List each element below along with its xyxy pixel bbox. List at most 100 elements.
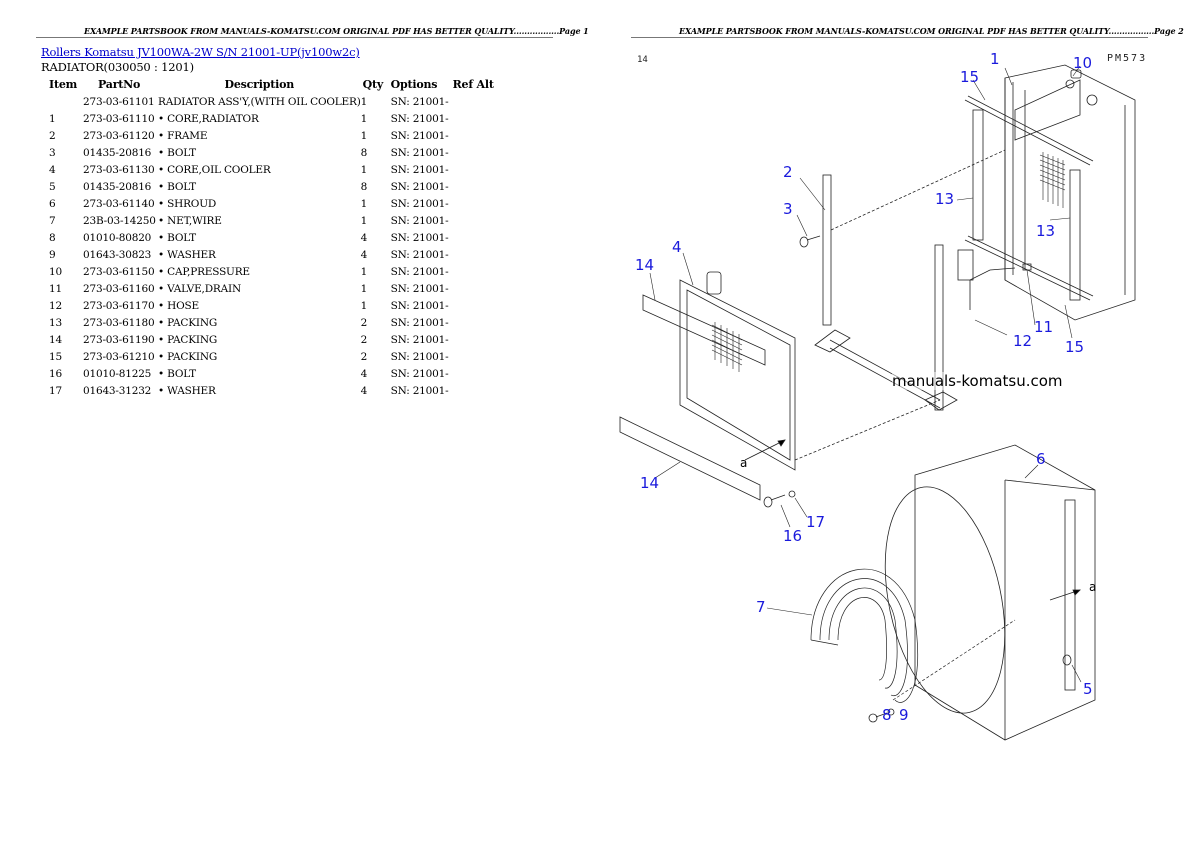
cell-options: SN: 21001- bbox=[390, 384, 449, 397]
callout-label: 13 bbox=[935, 190, 955, 208]
exploded-parts-diagram bbox=[619, 64, 1136, 741]
cell-ref-alt bbox=[453, 382, 503, 399]
cell-ref-alt bbox=[453, 331, 503, 348]
cell-options: SN: 21001- bbox=[390, 197, 449, 210]
cell-description: • BOLT bbox=[158, 231, 196, 244]
cell-description: • FRAME bbox=[158, 129, 208, 142]
cell-options: SN: 21001- bbox=[390, 333, 449, 346]
callout-label: 17 bbox=[806, 513, 826, 531]
cell-options: SN: 21001- bbox=[390, 350, 449, 363]
cell-description: • PACKING bbox=[158, 350, 218, 363]
cell-ref-alt bbox=[453, 280, 503, 297]
cell-options: SN: 21001- bbox=[390, 146, 449, 159]
callout-label: 4 bbox=[672, 238, 682, 256]
col-header-ref-alt: Ref Alt bbox=[452, 78, 494, 91]
callout-label: 2 bbox=[783, 163, 793, 181]
cell-partno: 01010-80820 bbox=[83, 231, 152, 244]
cell-qty: 1 bbox=[360, 282, 368, 295]
cell-description: • CAP,PRESSURE bbox=[158, 265, 250, 278]
direction-marker-a: a bbox=[740, 456, 748, 470]
figure-code: PM573 bbox=[1107, 53, 1148, 64]
cell-ref-alt bbox=[453, 212, 503, 229]
cell-description: • PACKING bbox=[158, 333, 218, 346]
cell-item bbox=[43, 93, 83, 110]
cell-ref-alt bbox=[453, 93, 503, 110]
cell-ref-alt bbox=[453, 263, 503, 280]
callout-label: 8 bbox=[882, 706, 892, 724]
cell-options: SN: 21001- bbox=[390, 95, 449, 108]
cell-ref-alt bbox=[453, 348, 503, 365]
cell-item: 12 bbox=[49, 299, 62, 312]
cell-ref-alt bbox=[453, 144, 503, 161]
cell-item: 6 bbox=[49, 197, 56, 210]
page-2-header: EXAMPLE PARTSBOOK FROM MANUALS-KOMATSU.C… bbox=[679, 26, 1184, 36]
cell-ref-alt bbox=[453, 365, 503, 382]
cell-qty: 2 bbox=[360, 316, 368, 329]
cell-ref-alt bbox=[453, 161, 503, 178]
cell-partno: 273-03-61130 bbox=[83, 163, 155, 176]
cell-item: 16 bbox=[49, 367, 62, 380]
page-2: EXAMPLE PARTSBOOK FROM MANUALS-KOMATSU.C… bbox=[595, 0, 1190, 842]
col-header-description: Description bbox=[224, 78, 295, 91]
cell-description: • WASHER bbox=[158, 384, 216, 397]
cell-qty: 4 bbox=[360, 384, 368, 397]
cell-description: • VALVE,DRAIN bbox=[158, 282, 241, 295]
callout-label: 13 bbox=[1036, 222, 1056, 240]
model-title-link[interactable]: Rollers Komatsu JV100WA-2W S/N 21001-UP(… bbox=[41, 45, 360, 59]
cell-item: 9 bbox=[49, 248, 56, 261]
cell-qty: 1 bbox=[360, 197, 368, 210]
cell-ref-alt bbox=[453, 246, 503, 263]
net-wire-drawing bbox=[810, 568, 1016, 703]
col-header-item: Item bbox=[49, 78, 78, 91]
direction-marker-a: a bbox=[1089, 580, 1097, 594]
cell-item: 13 bbox=[49, 316, 62, 329]
cell-qty: 1 bbox=[360, 95, 368, 108]
cell-description: • CORE,RADIATOR bbox=[158, 112, 259, 125]
cell-qty: 2 bbox=[360, 350, 368, 363]
shroud-drawing bbox=[884, 444, 1096, 741]
cell-qty: 4 bbox=[360, 231, 368, 244]
cell-options: SN: 21001- bbox=[390, 248, 449, 261]
cell-partno: 23B-03-14250 bbox=[83, 214, 156, 227]
cell-item: 8 bbox=[49, 231, 56, 244]
page-1-header: EXAMPLE PARTSBOOK FROM MANUALS-KOMATSU.C… bbox=[84, 26, 589, 36]
cell-options: SN: 21001- bbox=[390, 129, 449, 142]
cell-partno: 273-03-61190 bbox=[83, 333, 155, 346]
cell-item: 5 bbox=[49, 180, 56, 193]
cell-item: 7 bbox=[49, 214, 56, 227]
cell-options: SN: 21001- bbox=[390, 180, 449, 193]
cell-qty: 8 bbox=[360, 180, 368, 193]
cell-description: • WASHER bbox=[158, 248, 216, 261]
cell-ref-alt bbox=[453, 297, 503, 314]
cell-qty: 1 bbox=[360, 265, 368, 278]
callout-label: 14 bbox=[640, 474, 660, 492]
cell-partno: 273-03-61101 bbox=[83, 95, 155, 108]
cell-qty: 1 bbox=[360, 129, 368, 142]
cell-options: SN: 21001- bbox=[390, 265, 449, 278]
cell-ref-alt bbox=[453, 110, 503, 127]
callout-label: 7 bbox=[756, 598, 766, 616]
col-header-partno: PartNo bbox=[98, 78, 141, 91]
parts-table: Item PartNo Description Qty Options Ref … bbox=[43, 76, 503, 399]
cell-item: 1 bbox=[49, 112, 56, 125]
cell-partno: 273-03-61140 bbox=[83, 197, 155, 210]
cell-item: 4 bbox=[49, 163, 56, 176]
cell-ref-alt bbox=[453, 178, 503, 195]
cell-options: SN: 21001- bbox=[390, 316, 449, 329]
cell-qty: 1 bbox=[360, 163, 368, 176]
callout-label: 15 bbox=[960, 68, 980, 86]
callout-label: 10 bbox=[1073, 54, 1093, 72]
cell-options: SN: 21001- bbox=[390, 214, 449, 227]
cell-description: • SHROUD bbox=[158, 197, 217, 210]
cell-description: • PACKING bbox=[158, 316, 218, 329]
